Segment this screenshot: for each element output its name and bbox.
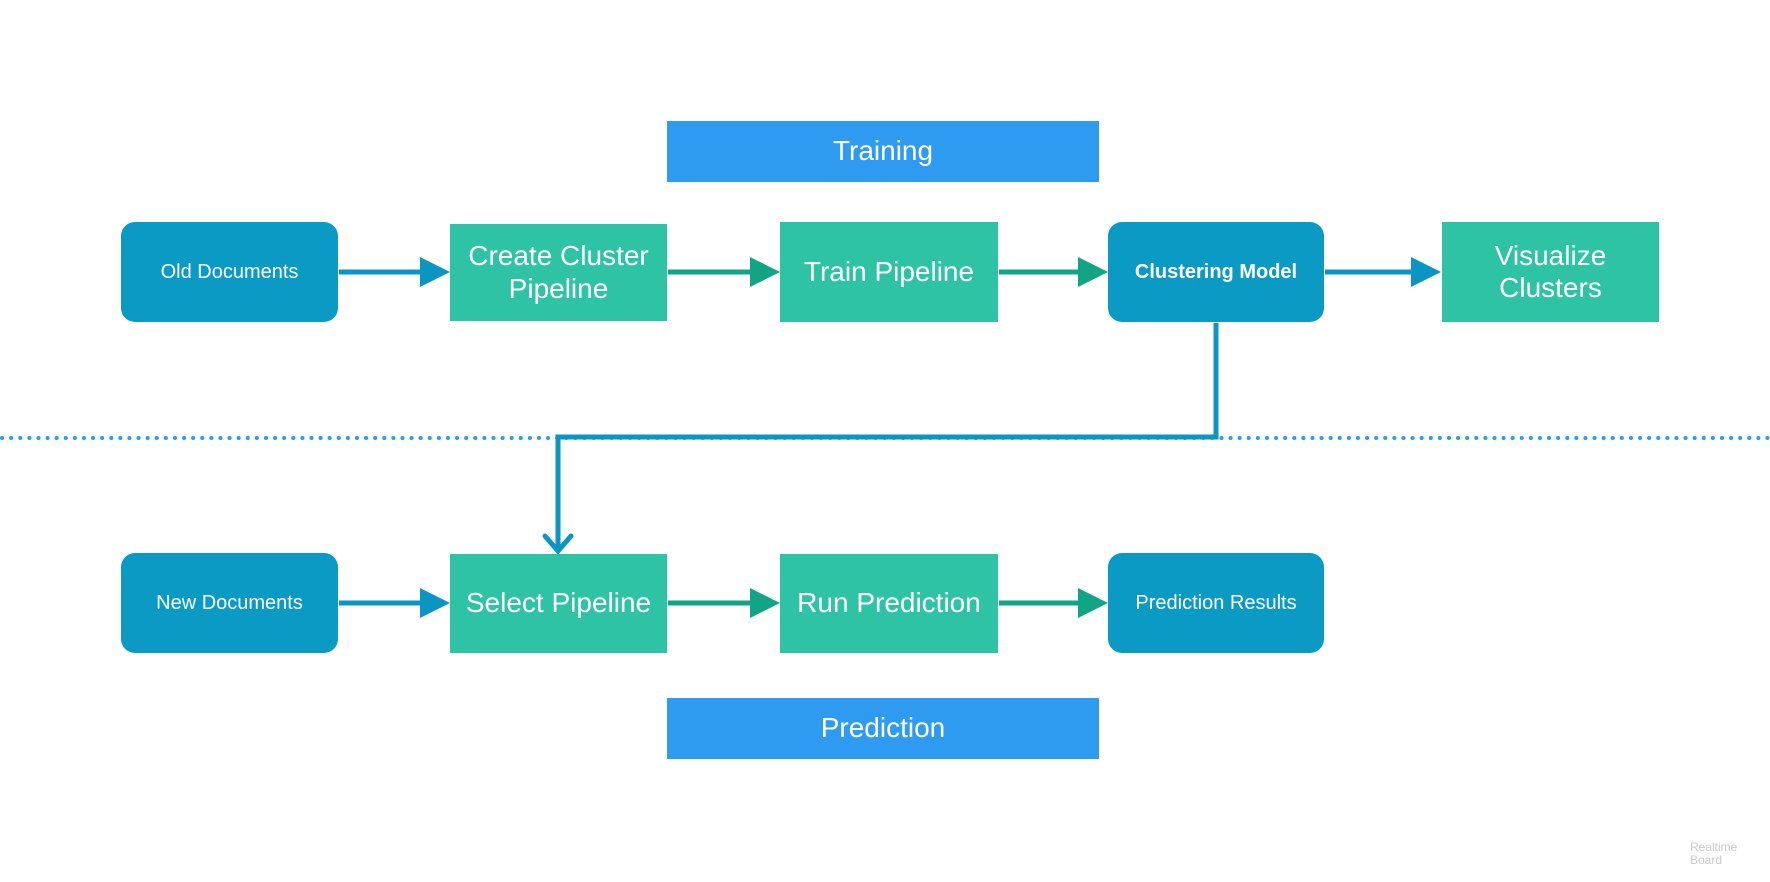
arrow-old-documents-to-create-pipeline (339, 257, 450, 287)
training-banner: Training (667, 121, 1099, 182)
old-documents-label: Old Documents (160, 260, 299, 283)
prediction-results-node: Prediction Results (1108, 553, 1324, 653)
arrow-train-pipeline-to-clustering-model (999, 257, 1108, 287)
select-pipeline-label: Select Pipeline (465, 587, 652, 619)
new-documents-label: New Documents (156, 591, 303, 614)
clustering-model-node: Clustering Model (1108, 222, 1324, 322)
arrow-run-prediction-to-prediction-results (999, 588, 1108, 618)
create-cluster-pipeline-node: Create Cluster Pipeline (450, 224, 667, 321)
visualize-clusters-node: Visualize Clusters (1442, 222, 1659, 322)
train-pipeline-label: Train Pipeline (803, 255, 975, 287)
prediction-results-label: Prediction Results (1135, 591, 1297, 614)
prediction-banner: Prediction (667, 698, 1099, 759)
arrow-clustering-model-to-visualize-clusters (1325, 257, 1441, 287)
select-pipeline-node: Select Pipeline (450, 554, 667, 653)
clustering-model-label: Clustering Model (1134, 260, 1298, 283)
prediction-banner-label: Prediction (820, 712, 946, 744)
visualize-clusters-label: Visualize Clusters (1494, 239, 1607, 303)
arrow-create-pipeline-to-train-pipeline (668, 257, 780, 287)
arrow-new-documents-to-select-pipeline (339, 588, 450, 618)
realtime-board-watermark: Realtime Board (1690, 840, 1738, 868)
run-prediction-node: Run Prediction (780, 554, 998, 653)
train-pipeline-node: Train Pipeline (780, 222, 998, 322)
run-prediction-label: Run Prediction (797, 587, 981, 619)
create-cluster-pipeline-label: Create Cluster Pipeline (468, 240, 649, 304)
old-documents-node: Old Documents (121, 222, 338, 322)
new-documents-node: New Documents (121, 553, 338, 653)
arrow-select-pipeline-to-run-prediction (668, 588, 780, 618)
connector-clustering-model-to-select-pipeline (542, 323, 1219, 555)
training-banner-label: Training (832, 135, 934, 167)
